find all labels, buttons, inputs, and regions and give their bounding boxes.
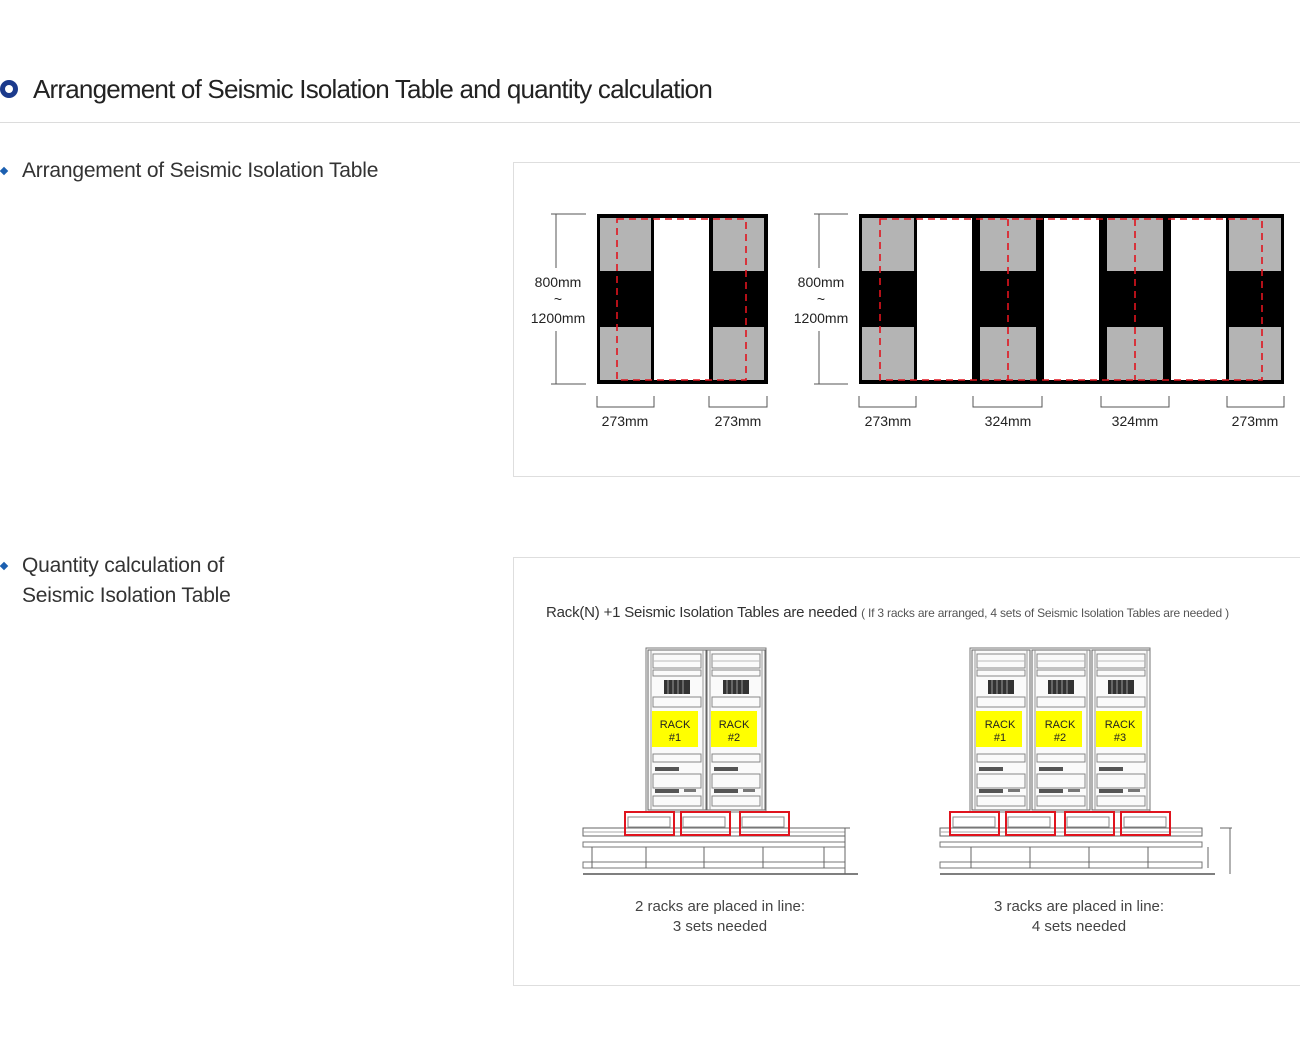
rack-label-box: [1096, 711, 1142, 747]
rack-label: #3: [1114, 732, 1126, 744]
rack-label: RACK: [1105, 719, 1136, 731]
width-label: 324mm: [1112, 413, 1159, 429]
height-label-top: 800mm: [535, 274, 582, 290]
rack-label: RACK: [1045, 719, 1076, 731]
rack-label-box: [1036, 711, 1082, 747]
section-quantity-label: Quantity calculation of Seismic Isolatio…: [22, 551, 231, 611]
rack-label-box: [711, 711, 757, 747]
rack-label: #1: [669, 732, 681, 744]
height-label-bottom: 1200mm: [531, 310, 585, 326]
page-title: Arrangement of Seismic Isolation Table a…: [33, 74, 713, 104]
width-label: 273mm: [1232, 413, 1279, 429]
rack-label: #2: [728, 732, 740, 744]
diamond-bullet-icon: [0, 166, 9, 176]
rack-label-box: [652, 711, 698, 747]
three-rack-caption: 3 racks are placed in line: 4 sets neede…: [959, 897, 1199, 937]
height-dimension-left: 800mm ~ 1200mm: [531, 213, 586, 385]
rack-illustrations: RACK #1 RACK #2: [582, 647, 1232, 875]
section-quantity-label-line1: Quantity calculation of: [22, 554, 225, 577]
quantity-note: Rack(N) +1 Seismic Isolation Tables are …: [546, 604, 1229, 621]
diamond-bullet-icon: [0, 561, 9, 571]
rack-label: #1: [994, 732, 1006, 744]
rack-label: #2: [1054, 732, 1066, 744]
arrangement-diagram: 800mm ~ 1200mm 273mm 273mm 800mm: [531, 213, 1285, 429]
two-rack-caption-line1: 2 racks are placed in line:: [634, 898, 806, 915]
four-table-arrangement: [859, 214, 1284, 384]
width-label: 273mm: [602, 413, 649, 429]
width-dimensions-right: 273mm 324mm 324mm 273mm: [858, 396, 1285, 429]
quantity-figure-box: Rack(N) +1 Seismic Isolation Tables are …: [513, 557, 1300, 986]
isolation-table-highlights: [949, 811, 1171, 836]
rack-label: RACK: [985, 719, 1016, 731]
three-rack-caption-line1: 3 racks are placed in line:: [993, 898, 1165, 915]
quantity-note-sub: ( If 3 racks are arranged, 4 sets of Sei…: [861, 606, 1229, 620]
section-arrangement-label: Arrangement of Seismic Isolation Table: [22, 159, 379, 182]
two-rack-illustration: RACK #1 RACK #2: [582, 647, 859, 875]
two-rack-caption: 2 racks are placed in line: 3 sets neede…: [600, 897, 840, 937]
rack-label-box: [976, 711, 1022, 747]
height-dimension-right: 800mm ~ 1200mm: [794, 213, 848, 385]
rack-label: RACK: [719, 719, 750, 731]
ring-bullet-icon: [0, 80, 18, 98]
rack-label: RACK: [660, 719, 691, 731]
two-table-arrangement: [597, 214, 768, 384]
two-rack-caption-line2: 3 sets needed: [672, 918, 768, 935]
isolation-table-highlights: [624, 811, 790, 836]
height-label-tilde: ~: [817, 291, 825, 307]
quantity-note-main: Rack(N) +1 Seismic Isolation Tables are …: [546, 604, 858, 621]
three-rack-caption-line2: 4 sets needed: [1031, 918, 1127, 935]
width-label: 273mm: [865, 413, 912, 429]
section-quantity-label-line2: Seismic Isolation Table: [22, 584, 231, 607]
three-rack-illustration: RACK #1 RACK #2 RACK #3: [939, 647, 1232, 875]
height-label-top: 800mm: [798, 274, 845, 290]
page-heading: Arrangement of Seismic Isolation Table a…: [0, 72, 1300, 123]
height-label-tilde: ~: [554, 291, 562, 307]
width-label: 324mm: [985, 413, 1032, 429]
width-dimensions-left: 273mm 273mm: [596, 396, 768, 429]
width-label: 273mm: [715, 413, 762, 429]
height-label-bottom: 1200mm: [794, 310, 848, 326]
arrangement-diagram-box: 800mm ~ 1200mm 273mm 273mm 800mm: [513, 162, 1300, 477]
